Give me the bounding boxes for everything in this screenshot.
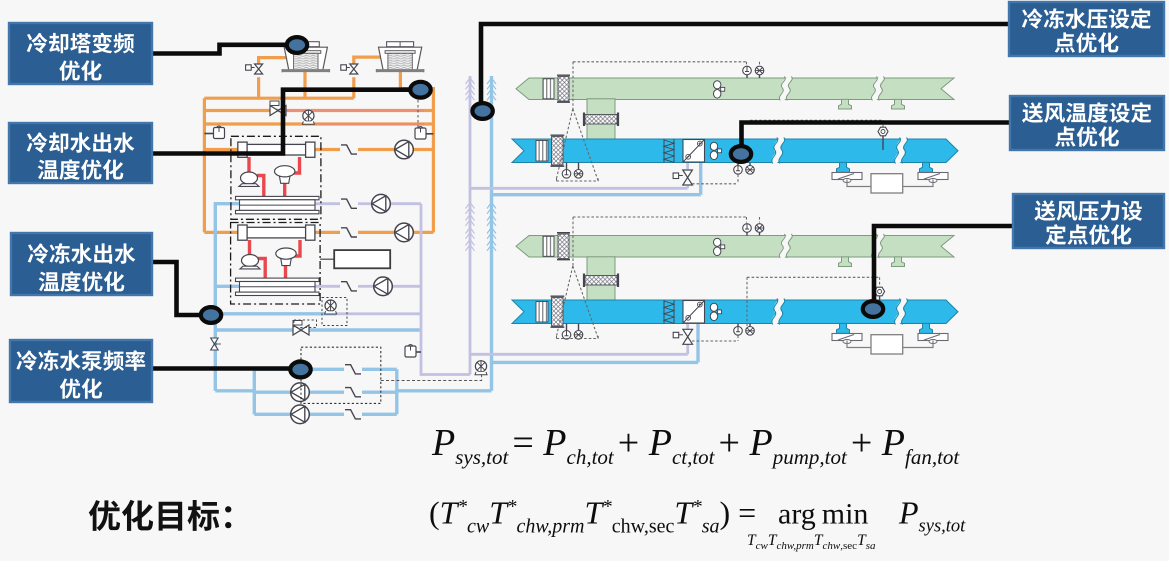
svg-text:argmin: argmin [778, 498, 868, 531]
